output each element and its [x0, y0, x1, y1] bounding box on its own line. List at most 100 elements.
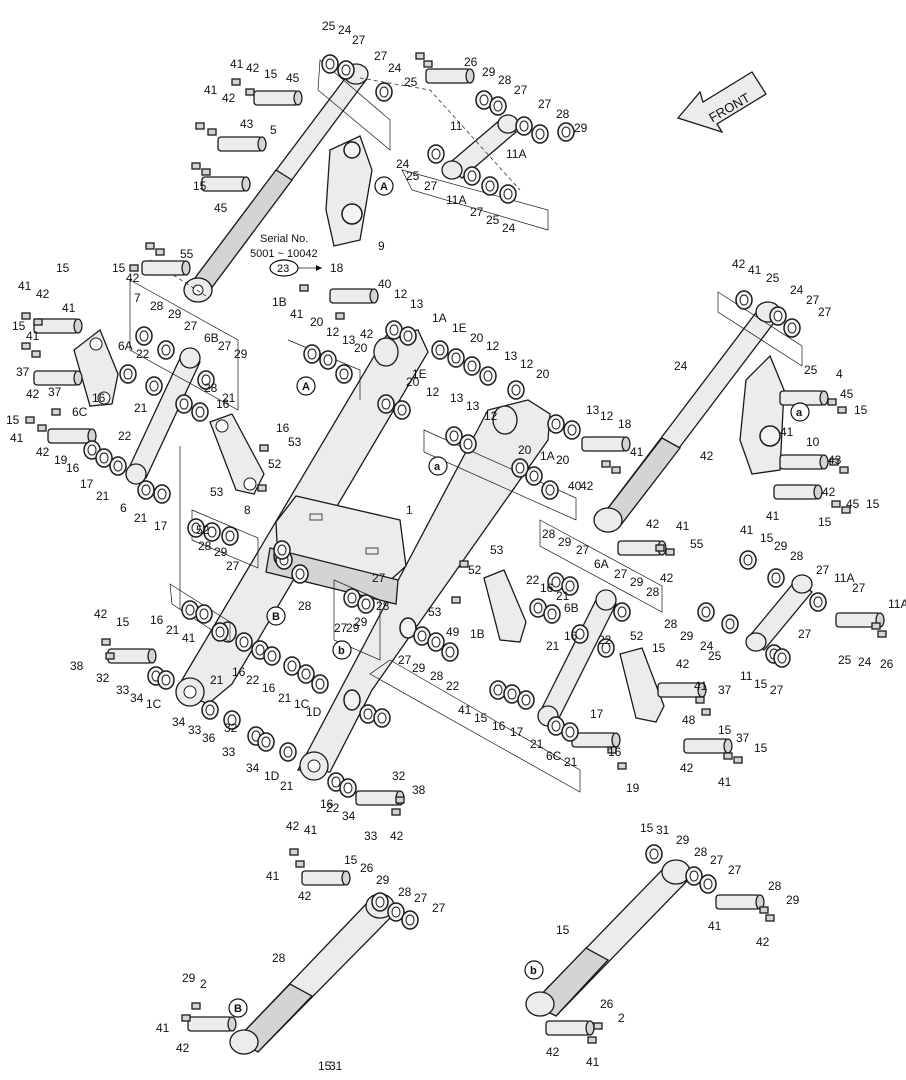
- part-number-label: 21: [134, 401, 148, 415]
- part-number-label: 17: [80, 477, 94, 491]
- part-number-label: 15: [12, 319, 26, 333]
- part-number-label: 42: [756, 935, 770, 949]
- part-number-label: 37: [16, 365, 30, 379]
- part-number-label: 15: [866, 497, 880, 511]
- part-number-label: 27: [818, 305, 832, 319]
- part-number-label: 1A: [540, 449, 555, 463]
- svg-text:B: B: [272, 611, 280, 623]
- part-number-label: 29: [680, 629, 694, 643]
- part-number-label: 25: [708, 649, 722, 663]
- part-number-label: 42: [298, 889, 312, 903]
- part-number-label: 15: [640, 821, 654, 835]
- part-number-label: 1E: [412, 367, 427, 381]
- part-number-label: 15: [112, 261, 126, 275]
- part-number-label: 4: [836, 367, 843, 381]
- part-number-label: 41: [586, 1055, 600, 1069]
- part-number-label: 16: [276, 421, 290, 435]
- part-number-label: 42: [246, 61, 260, 75]
- part-number-label: 41: [266, 869, 280, 883]
- part-number-label: 29: [168, 307, 182, 321]
- part-number-label: 41: [694, 679, 708, 693]
- part-number-label: 16: [320, 797, 334, 811]
- part-number-label: 13: [466, 399, 480, 413]
- part-number-label: 38: [412, 783, 426, 797]
- part-number-label: 21: [564, 755, 578, 769]
- part-number-label: 41: [780, 425, 794, 439]
- part-number-label: 25: [322, 19, 336, 33]
- part-number-label: 27: [852, 581, 866, 595]
- part-number-label: 1D: [306, 705, 322, 719]
- part-number-label: 20: [470, 331, 484, 345]
- part-number-label: 22: [326, 801, 340, 815]
- part-number-label: 1: [406, 503, 413, 517]
- part-number-label: 13: [586, 403, 600, 417]
- part-number-label: 28: [790, 549, 804, 563]
- part-number-label: 42: [390, 829, 404, 843]
- part-number-label: 10: [806, 435, 820, 449]
- part-number-label: 11: [450, 119, 463, 133]
- part-number-label: 24: [502, 221, 516, 235]
- part-number-label: 2: [200, 977, 207, 991]
- part-number-label: 1C: [146, 697, 162, 711]
- part-number-label: 27: [816, 563, 830, 577]
- part-number-label: 34: [130, 691, 144, 705]
- part-number-label: 41: [458, 703, 472, 717]
- part-number-label: 33: [364, 829, 378, 843]
- part-number-label: 15: [116, 615, 130, 629]
- part-number-label: 40: [378, 277, 392, 291]
- part-number-label: 53: [288, 435, 302, 449]
- part-number-label: 22: [526, 573, 540, 587]
- serial-note-line1: Serial No.: [260, 233, 308, 245]
- part-number-label: 13: [410, 297, 424, 311]
- part-number-label: 28: [542, 527, 556, 541]
- part-number-label: 12: [520, 357, 534, 371]
- part-number-label: 29: [482, 65, 496, 79]
- part-number-label: 41: [676, 519, 690, 533]
- part-number-label: 29: [558, 535, 572, 549]
- part-number-label: 12: [600, 409, 614, 423]
- bracket-49: [483, 569, 527, 643]
- svg-text:A: A: [380, 181, 388, 193]
- part-number-label: 27: [372, 571, 386, 585]
- part-number-label: 42: [94, 607, 108, 621]
- part-number-label: 42: [700, 449, 714, 463]
- part-number-label: 42: [676, 657, 690, 671]
- part-number-label: 26: [600, 997, 614, 1011]
- part-number-label: 41: [718, 775, 732, 789]
- part-number-label: 41: [18, 279, 32, 293]
- part-number-label: 16: [92, 391, 106, 405]
- part-number-label: 41: [10, 431, 24, 445]
- loader-boom-frame: [175, 329, 551, 781]
- callout-B-mid: B: [266, 606, 286, 626]
- part-number-label: 32: [96, 671, 110, 685]
- part-number-label: 41: [740, 523, 754, 537]
- part-number-label: 37: [736, 731, 750, 745]
- part-number-label: 40: [568, 479, 582, 493]
- part-number-label: 1C: [294, 697, 310, 711]
- part-number-label: 27: [424, 179, 438, 193]
- part-number-label: 12: [394, 287, 408, 301]
- part-number-label: 11: [740, 669, 753, 683]
- part-number-label: 2: [618, 1011, 625, 1025]
- part-number-label: 21: [530, 737, 544, 751]
- part-number-label: 20: [536, 367, 550, 381]
- part-number-label: 42: [222, 91, 236, 105]
- callout-b-mid: b: [332, 640, 352, 660]
- part-number-label: 21: [278, 691, 292, 705]
- part-number-label: 42: [732, 257, 746, 271]
- part-number-label: 20: [518, 443, 532, 457]
- part-number-label: 27: [576, 543, 590, 557]
- part-number-label: 32: [224, 721, 238, 735]
- svg-text:b: b: [338, 645, 345, 657]
- part-number-label: 16: [492, 719, 506, 733]
- part-number-label: 5: [270, 123, 277, 137]
- part-number-label: 28: [204, 381, 218, 395]
- part-number-label: 33: [188, 723, 202, 737]
- svg-text:A: A: [302, 381, 310, 393]
- part-number-label: 27: [514, 83, 528, 97]
- cylinder-2-right: [525, 859, 691, 1017]
- part-number-label: 17: [590, 707, 604, 721]
- callout-a-right: a: [790, 402, 810, 422]
- cylinder-4: [593, 301, 781, 533]
- part-number-label: 17: [154, 519, 168, 533]
